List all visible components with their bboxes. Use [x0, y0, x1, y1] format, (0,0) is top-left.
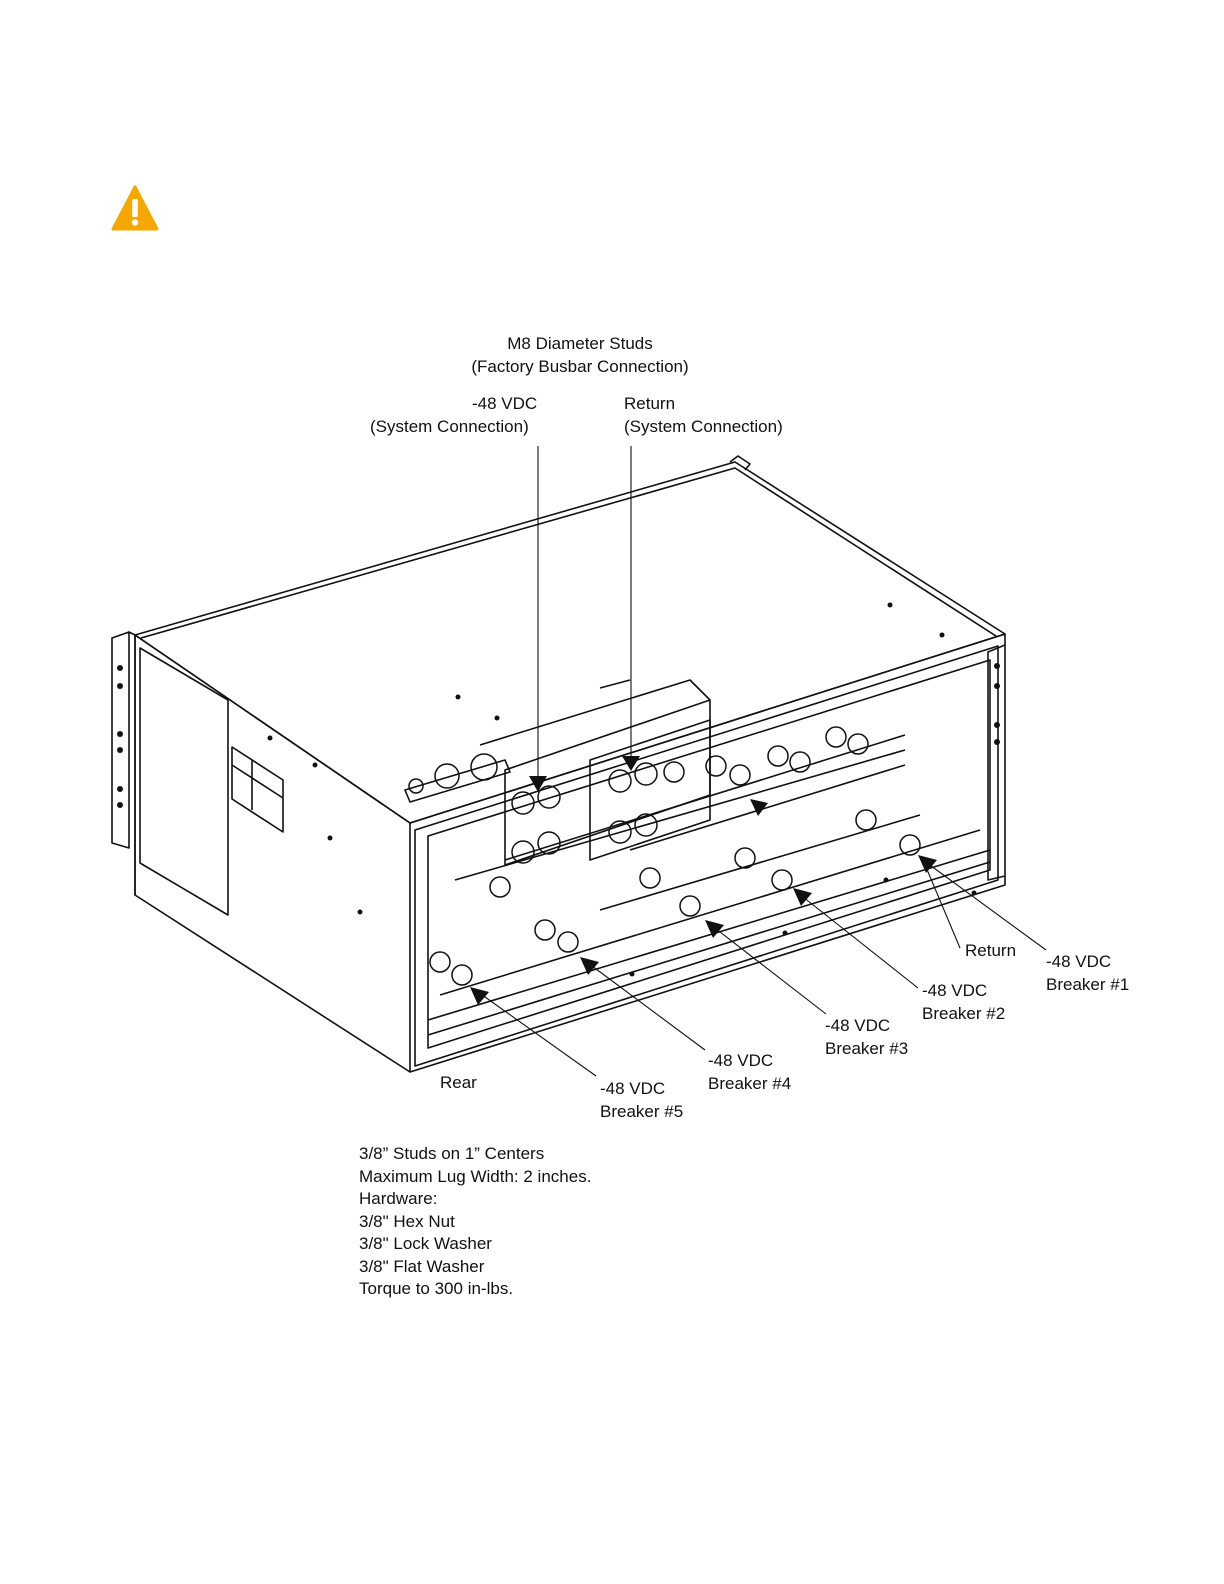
note-line: 3/8" Flat Washer [359, 1256, 485, 1276]
note-line: 3/8" Hex Nut [359, 1211, 455, 1231]
label-rear-line1: Rear [440, 1073, 477, 1092]
shelf-left-panel [134, 634, 411, 1073]
label-breaker4-line2: Breaker #4 [708, 1073, 792, 1093]
label-breaker1-line1: -48 VDC [1046, 952, 1112, 971]
arrow-breaker1 [918, 855, 937, 873]
leader-breaker5 [477, 991, 597, 1077]
leader-breaker4 [587, 962, 706, 1051]
note-line: 3/8" Lock Washer [359, 1234, 492, 1253]
note-line: Hardware: [359, 1189, 438, 1208]
label-return-system-line1: Return [624, 394, 676, 413]
label-return-system-line2: (System Connection) [624, 416, 783, 436]
label-m8-studs-line2: (Factory Busbar Connection) [471, 356, 689, 376]
arrow-return-system [622, 756, 640, 771]
label-breaker5-line1: -48 VDC [600, 1079, 666, 1098]
leader-breaker2 [797, 892, 919, 989]
arrow-breaker2 [793, 888, 812, 906]
label-breaker3-line2: Breaker #3 [825, 1038, 909, 1058]
warning-triangle-icon [111, 185, 159, 231]
label-breaker2: -48 VDC Breaker #2 [922, 980, 1005, 1025]
label-breaker3: -48 VDC Breaker #3 [825, 1015, 908, 1060]
arrow-breaker4 [580, 957, 599, 975]
label-breaker4: -48 VDC Breaker #4 [708, 1050, 791, 1095]
label-return: Return [965, 940, 1016, 963]
hardware-notes: 3/8” Studs on 1” Centers Maximum Lug Wid… [359, 1143, 591, 1301]
arrow-breaker3 [705, 920, 724, 938]
note-line: Torque to 300 in-lbs. [359, 1279, 514, 1298]
label-breaker2-line2: Breaker #2 [922, 1003, 1006, 1023]
label-neg48-system-line2: (System Connection) [370, 416, 529, 436]
arrow-return [750, 799, 768, 816]
left-mounting-ear [111, 631, 130, 849]
label-neg48-system-line1: -48 VDC [472, 394, 538, 413]
leader-breaker1 [922, 859, 1047, 951]
label-return-system: Return (System Connection) [624, 393, 783, 438]
label-breaker3-line1: -48 VDC [825, 1016, 891, 1035]
arrow-breaker5 [470, 987, 489, 1005]
front-frame [409, 633, 1006, 1073]
label-breaker1: -48 VDC Breaker #1 [1046, 951, 1129, 996]
label-breaker2-line1: -48 VDC [922, 981, 988, 1000]
label-m8-studs-line1: M8 Diameter Studs [507, 334, 653, 353]
note-line: Maximum Lug Width: 2 inches. [359, 1166, 592, 1186]
label-m8-studs: M8 Diameter Studs (Factory Busbar Connec… [455, 333, 705, 378]
label-breaker5: -48 VDC Breaker #5 [600, 1078, 683, 1123]
arrow-neg48-system [529, 776, 547, 792]
label-breaker1-line2: Breaker #1 [1046, 974, 1130, 994]
leader-breaker3 [710, 924, 827, 1015]
label-rear: Rear [440, 1072, 477, 1095]
note-line: 3/8” Studs on 1” Centers [359, 1144, 545, 1163]
leader-return [922, 859, 961, 949]
label-neg48-system: -48 VDC (System Connection) [370, 393, 537, 438]
label-breaker5-line2: Breaker #5 [600, 1101, 684, 1121]
label-return-line1: Return [965, 941, 1017, 960]
label-breaker4-line1: -48 VDC [708, 1051, 774, 1070]
